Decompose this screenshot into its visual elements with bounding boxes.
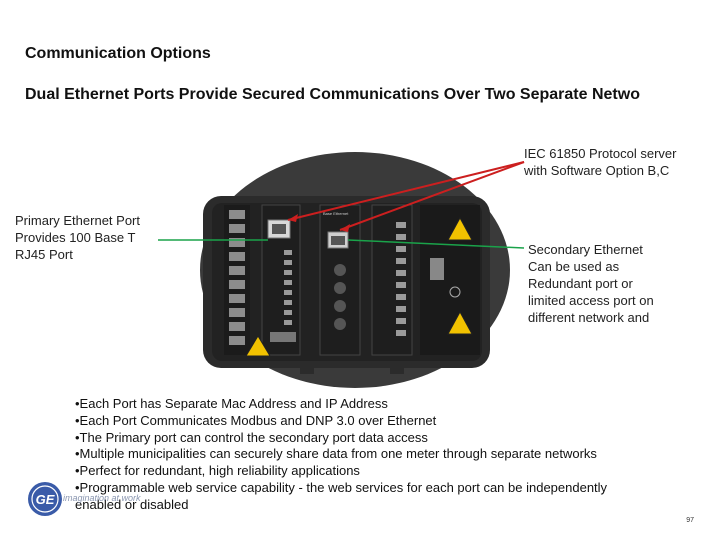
bullet-item: enabled or disabled bbox=[75, 496, 189, 512]
bullet-item: •Each Port Communicates Modbus and DNP 3… bbox=[75, 412, 437, 428]
terminal-block-left bbox=[224, 205, 250, 355]
page-number: 97 bbox=[686, 517, 694, 524]
bullet-item: •Programmable web service capability - t… bbox=[75, 479, 608, 495]
callout-line: limited access port on bbox=[528, 293, 654, 308]
callout-line: Can be used as bbox=[528, 259, 620, 274]
bullet-item: •The Primary port can control the second… bbox=[75, 429, 428, 445]
callout-line: IEC 61850 Protocol server bbox=[524, 146, 677, 161]
secondary-ethernet-module: Base Ethernet bbox=[319, 204, 361, 356]
bullet-item: •Multiple municipalities can securely sh… bbox=[75, 446, 597, 462]
ge-logo-icon: GE bbox=[28, 482, 62, 516]
io-module bbox=[371, 204, 413, 356]
primary-ethernet-module bbox=[261, 204, 301, 356]
page-subtitle: Dual Ethernet Ports Provide Secured Comm… bbox=[25, 86, 640, 103]
primary-port-callout: Primary Ethernet Port Provides 100 Base … bbox=[15, 212, 185, 263]
feature-bullet-list: •Each Port has Separate Mac Address and … bbox=[75, 396, 715, 514]
secondary-port-pointer bbox=[347, 239, 525, 249]
callout-line: Provides 100 Base T bbox=[15, 230, 136, 245]
warning-icon bbox=[447, 216, 473, 241]
module-label-1: Base Ethernet bbox=[323, 211, 349, 216]
callout-line: Redundant port or bbox=[528, 276, 633, 291]
callout-line: Primary Ethernet Port bbox=[15, 213, 140, 228]
iec-pointer bbox=[287, 161, 525, 221]
iec-callout: IEC 61850 Protocol server with Software … bbox=[524, 145, 714, 179]
warning-icon bbox=[447, 310, 473, 335]
bullet-item: •Perfect for redundant, high reliability… bbox=[75, 463, 360, 479]
page-title: Communication Options bbox=[25, 45, 211, 62]
tagline: imagination at work bbox=[63, 493, 141, 503]
warning-icon bbox=[245, 335, 271, 357]
callout-line: different network and bbox=[528, 310, 650, 325]
callout-line: Secondary Ethernet bbox=[528, 242, 643, 257]
iec-pointer bbox=[339, 161, 525, 231]
callout-line: with Software Option B,C bbox=[524, 163, 670, 178]
callout-line: RJ45 Port bbox=[15, 247, 73, 262]
bullet-item: •Each Port has Separate Mac Address and … bbox=[75, 396, 388, 411]
secondary-port-callout: Secondary Ethernet Can be used as Redund… bbox=[528, 241, 688, 326]
ge-logo-text: GE bbox=[36, 492, 55, 507]
